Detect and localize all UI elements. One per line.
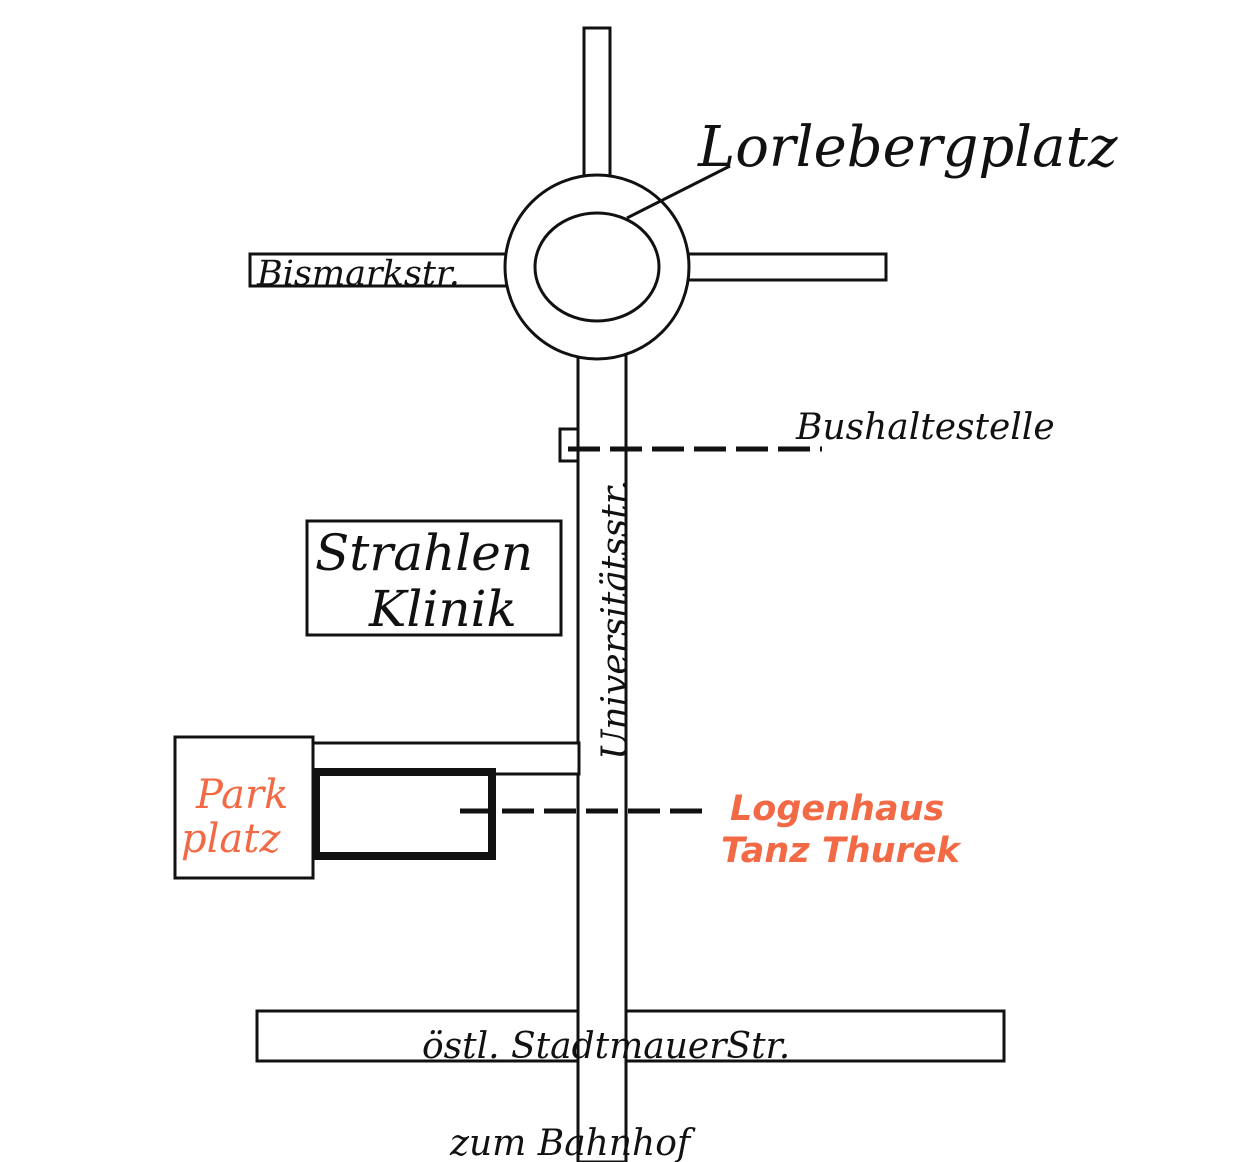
roundabout-inner — [533, 211, 661, 323]
road-east — [684, 252, 888, 282]
direction-label: zum Bahnhof — [449, 1123, 696, 1162]
roundabout-label: Lorlebergplatz — [697, 115, 1118, 180]
stadtmauerstr-label: östl. StadtmauerStr. — [422, 1026, 790, 1067]
bus-stop-marker — [558, 427, 580, 463]
parking-label-line1: Park — [195, 772, 288, 818]
road-north — [582, 26, 612, 192]
clinic-label-line2: Klinik — [368, 580, 517, 638]
clinic-building — [305, 519, 563, 637]
parking-label-line2: platz — [181, 816, 281, 862]
destination-building — [312, 768, 496, 860]
road-bismarkstr — [248, 252, 512, 288]
road-stadtmauerstr — [255, 1009, 1006, 1063]
clinic-label-line1: Strahlen — [315, 524, 533, 582]
bismarkstr-label: Bismarkstr. — [256, 254, 460, 294]
destination-label-line2: Tanz Thurek — [721, 831, 963, 871]
destination-label-line1: Logenhaus — [730, 789, 944, 829]
roundabout-leader-line — [626, 164, 731, 220]
bus-stop-label: Bushaltestelle — [795, 407, 1055, 448]
universitaetsstr-label: Universitätsstr. — [595, 480, 636, 760]
